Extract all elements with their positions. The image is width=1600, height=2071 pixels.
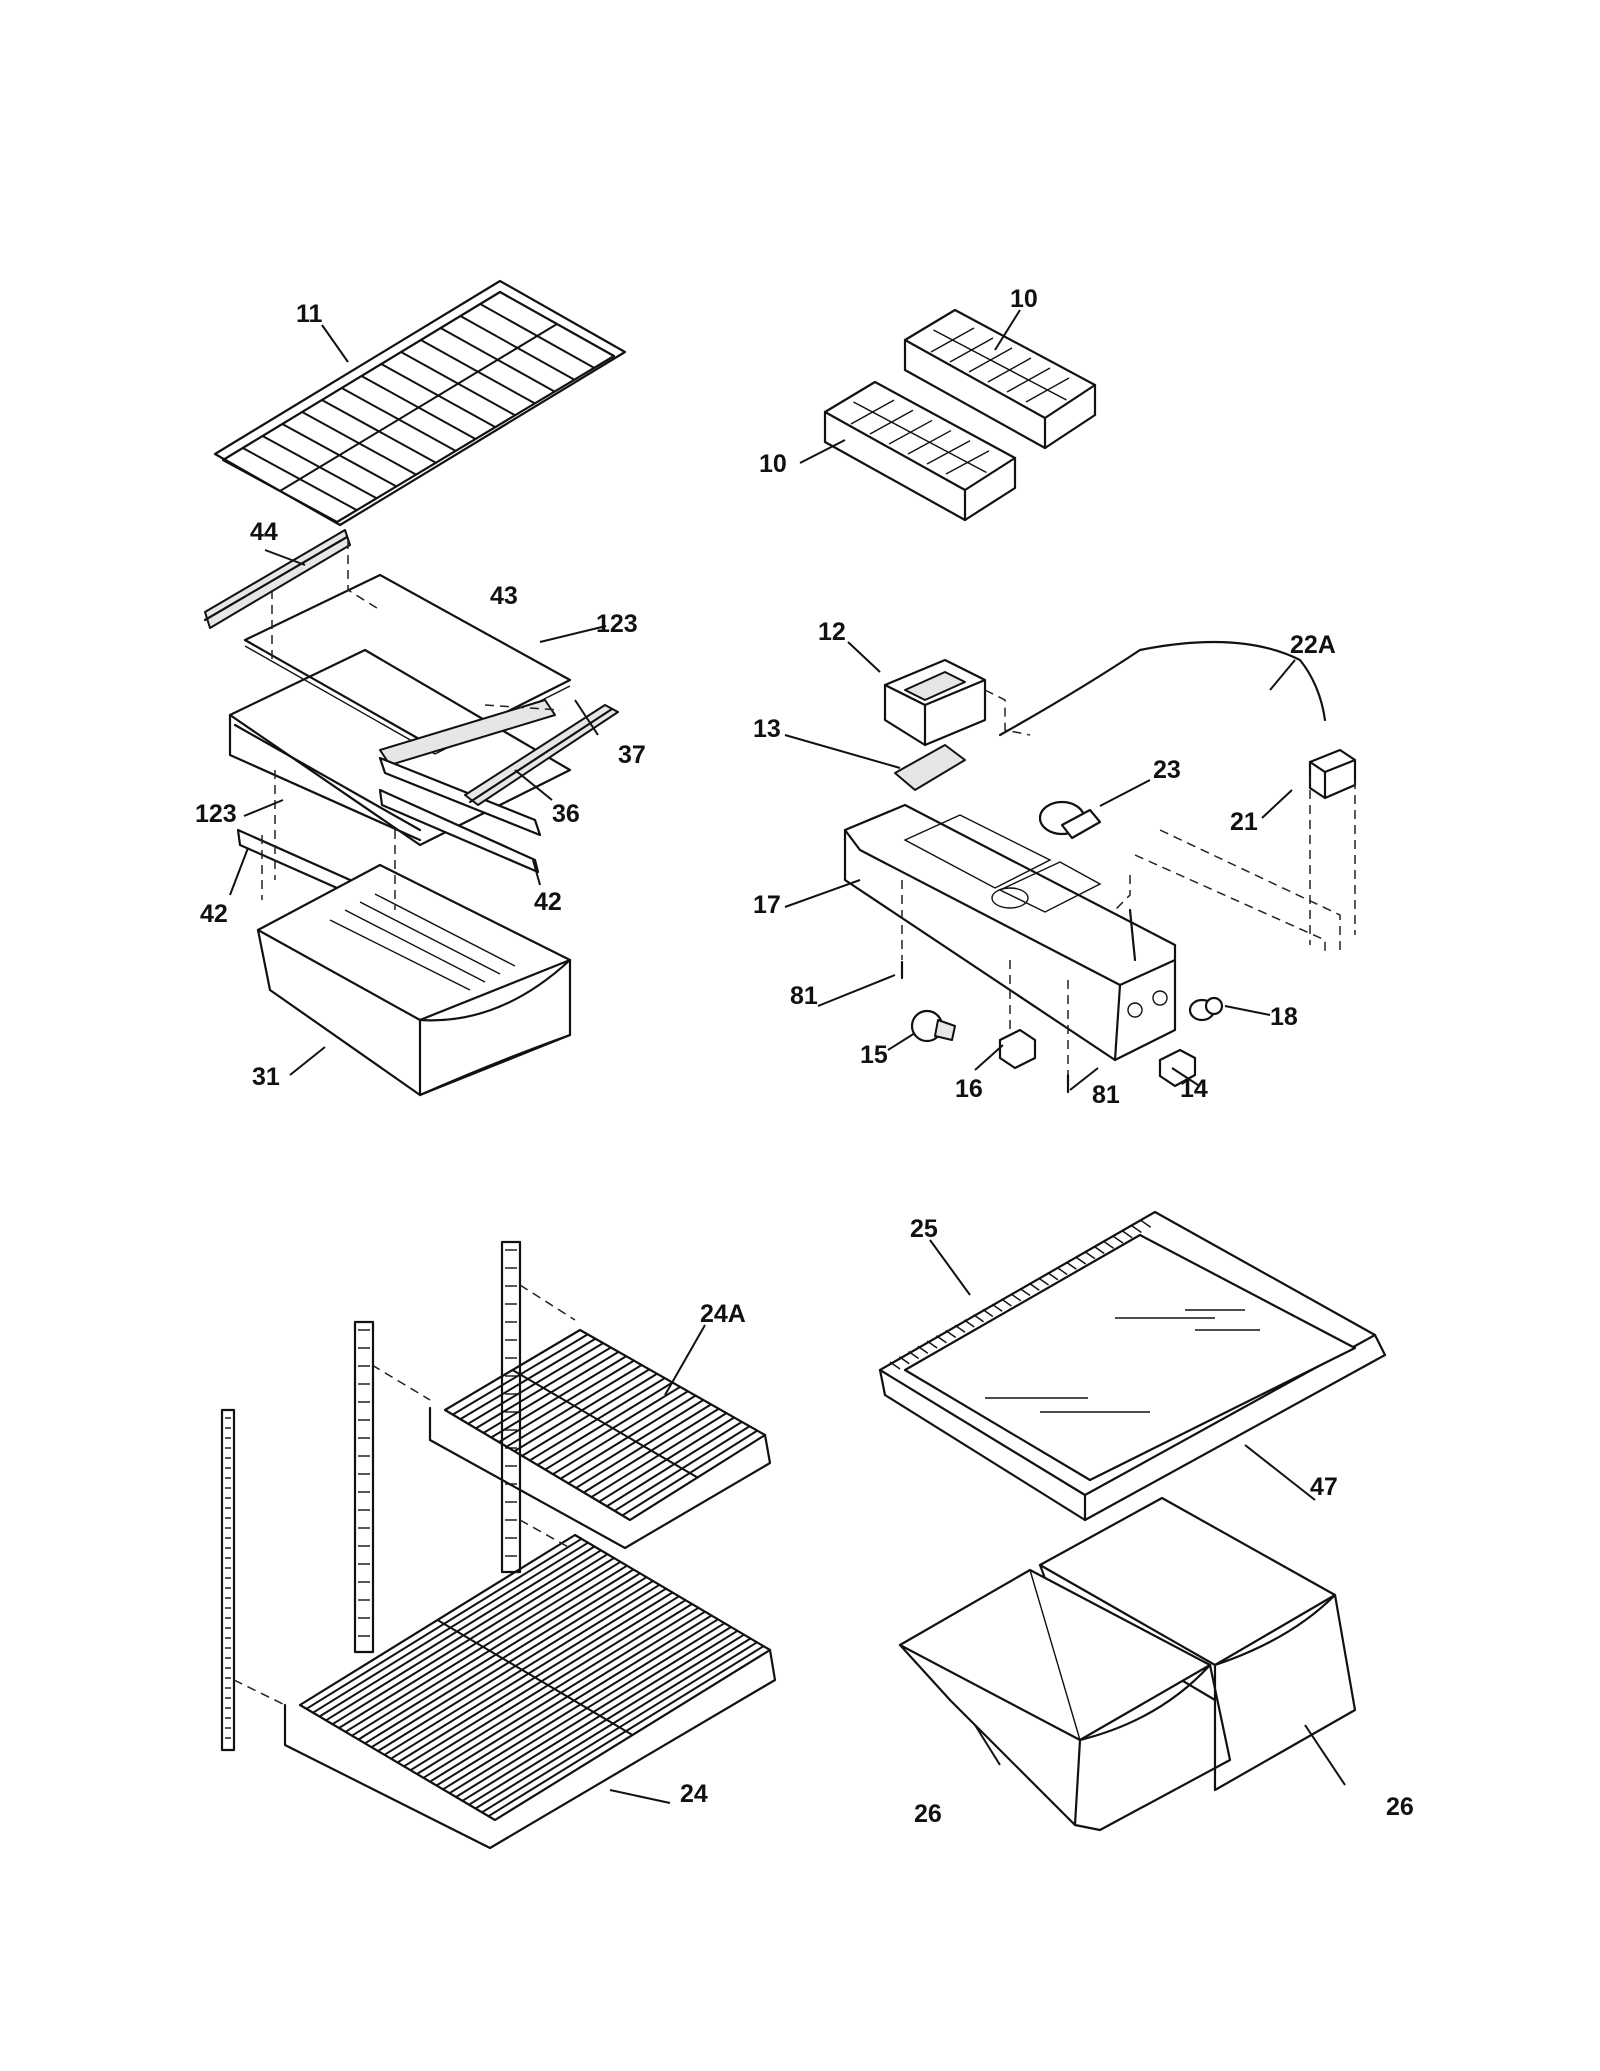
wire-shelf-24A [428,1328,772,1550]
callout-123-bottom: 123 [195,800,237,828]
crisper-cover-glass-47 [903,1233,1357,1482]
ice-tray-10-front [823,380,1017,522]
callout-37: 37 [618,741,646,769]
light-housing-17 [843,803,1177,1062]
shelf-trim-44 [203,529,351,629]
callout-17: 17 [753,891,781,919]
ice-tray-10-back [903,308,1097,450]
shelf-frame-36 [228,648,572,847]
callout-31: 31 [252,1063,280,1091]
callout-81-right: 81 [1092,1081,1120,1109]
crisper-drawer-26-front [898,1568,1232,1832]
callout-24: 24 [680,1780,708,1808]
button-18 [1188,996,1224,1022]
callout-47: 47 [1310,1473,1338,1501]
callout-23: 23 [1153,756,1181,784]
callout-10-front: 10 [759,450,787,478]
callout-24A: 24A [700,1300,746,1328]
callout-11: 11 [296,300,323,328]
wire-shelf-24 [283,1533,777,1850]
callout-36: 36 [552,800,580,828]
control-23 [1038,800,1102,840]
callout-26-front: 26 [914,1800,942,1828]
shelf-support-37 [464,704,619,806]
callout-10-back: 10 [1010,285,1038,313]
shelf-rail-middle [353,1320,375,1654]
callout-42-right: 42 [534,888,562,916]
glass-panel-43 [243,573,572,755]
crisper-drawer-31 [256,863,572,1097]
bulb-15 [910,1009,956,1043]
callout-22A: 22A [1290,631,1336,659]
socket-16 [998,1028,1037,1070]
light-shield-12 [883,658,987,747]
callout-18: 18 [1270,1003,1298,1031]
callout-43: 43 [490,582,518,610]
callout-21: 21 [1230,808,1258,836]
callout-123-top: 123 [596,610,638,638]
callout-25: 25 [910,1215,938,1243]
wire-shelf-11 [213,279,627,527]
switch-21 [1308,748,1357,800]
callout-13: 13 [753,715,781,743]
callout-15: 15 [860,1041,888,1069]
lens-13 [894,744,966,791]
callout-26-back: 26 [1386,1793,1414,1821]
callout-81-left: 81 [790,982,818,1010]
callout-14: 14 [1180,1075,1208,1103]
callout-12: 12 [818,618,846,646]
capillary-tube-22A [998,640,1327,737]
callout-44: 44 [250,518,278,546]
callout-16: 16 [955,1075,983,1103]
shelf-rail-left [220,1408,236,1752]
callout-42-left: 42 [200,900,228,928]
